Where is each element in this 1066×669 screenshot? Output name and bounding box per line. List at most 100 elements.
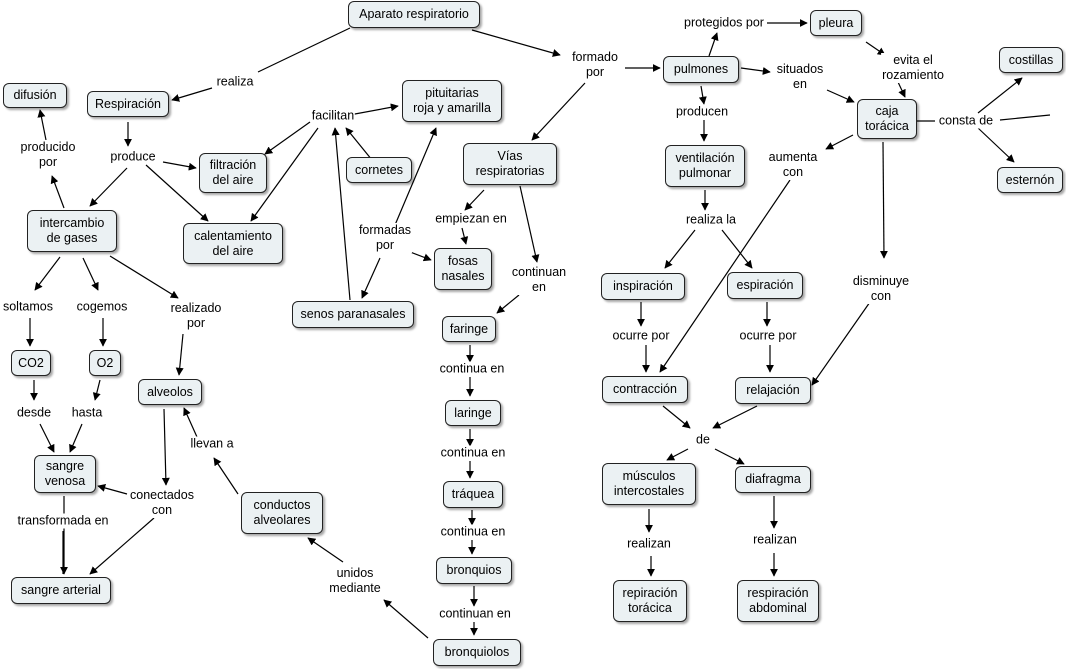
concept-respiracion: Respiración [87, 91, 169, 117]
connector-line [161, 408, 170, 486]
concept-bronquios: bronquios [436, 557, 512, 584]
link-aumenta-con: aumenta con [767, 150, 819, 180]
concept-caja-toracica: caja torácica [857, 99, 917, 139]
connector-line [361, 257, 381, 299]
concept-o2: O2 [89, 350, 121, 376]
concept-esternon: esternón [997, 167, 1063, 193]
concept-intercambio-de-gases: intercambio de gases [27, 210, 117, 252]
link-realiza-la: realiza la [684, 212, 738, 228]
concept-inspiracion: inspiración [601, 273, 685, 300]
connector-line [69, 423, 83, 453]
link-produce: produce [109, 149, 157, 165]
concept-diafragma: diafragma [735, 466, 811, 493]
link-realiza: realiza [215, 74, 255, 90]
link-formado-por: formado por [571, 50, 619, 80]
connector-line [897, 81, 906, 98]
concept-co2: CO2 [11, 350, 51, 376]
concept-calentamiento-del-aire: calentamiento del aire [183, 223, 283, 264]
link-cogemos: cogemos [75, 299, 129, 315]
concept-difusion: difusión [3, 83, 67, 108]
connector-line [183, 407, 198, 438]
connector-line [865, 41, 886, 56]
concept-ventilacion-pulmonar: ventilación pulmonar [665, 145, 745, 187]
link-realizan-musculos: realizan [626, 536, 672, 552]
link-producen: producen [674, 104, 730, 120]
connector-line [383, 599, 429, 639]
link-realizado-por: realizado por [169, 301, 223, 331]
link-empiezan-en: empiezan en [434, 211, 508, 227]
connector-line [145, 164, 209, 222]
connector-line [97, 484, 128, 495]
concept-faringe: faringe [442, 316, 496, 342]
link-unidos-mediante: unidos mediante [328, 566, 382, 596]
link-continuan-en-vias: continuan en [510, 265, 568, 295]
concept-conductos-alveolares: conductos alveolares [241, 492, 323, 534]
concept-laringe: laringe [445, 400, 501, 426]
connector-line [50, 175, 65, 209]
link-desde: desde [15, 405, 53, 421]
link-facilitan: facilitan [310, 108, 356, 124]
connector-line [531, 82, 586, 141]
concept-aparato-respiratorio: Aparato respiratorio [348, 1, 480, 28]
connector-line [977, 77, 1023, 114]
connector-line [213, 457, 239, 495]
link-ocurre-por-espiracion: ocurre por [738, 328, 798, 344]
link-llevan-a: llevan a [189, 436, 235, 452]
connector-line [89, 517, 155, 575]
connector-line [712, 405, 758, 429]
concept-respiracion-abdominal: respiración abdominal [737, 580, 819, 622]
link-formadas-por: formadas por [357, 223, 413, 253]
connector-line [394, 127, 437, 226]
concept-alveolos: alveolos [138, 379, 202, 405]
link-ocurre-por-inspiracion: ocurre por [611, 328, 671, 344]
connector-line [811, 301, 871, 386]
concept-bronquiolos: bronquiolos [433, 639, 521, 666]
connector-line [977, 127, 1015, 163]
concept-repiracion-toracica: repiración torácica [613, 580, 687, 622]
link-conectados-con: conectados con [129, 488, 195, 518]
link-disminuye-con: disminuye con [851, 274, 911, 304]
link-de: de [695, 432, 711, 448]
connector-line [162, 161, 197, 171]
link-situados-en: situados en [775, 62, 825, 92]
concept-relajacion: relajación [735, 377, 811, 404]
concept-vias-respiratorias: Vías respiratorias [463, 143, 557, 185]
concept-contraccion: contracción [602, 376, 688, 403]
connector-line [257, 27, 351, 73]
link-continuan-en-bronquios: continuan en [438, 606, 512, 622]
connector-line [471, 29, 561, 57]
connector-line [264, 121, 311, 155]
connector-line [659, 179, 791, 373]
connector-line [250, 127, 319, 222]
connector-line [662, 405, 691, 429]
connector-line [307, 537, 344, 563]
concept-cornetes: cornetes [346, 157, 412, 183]
concept-senos-paranasales: senos paranasales [292, 301, 414, 328]
link-realizan-diafragma: realizan [752, 532, 798, 548]
concept-espiracion: espiración [727, 272, 803, 299]
connector-line [826, 89, 855, 103]
connector-line [171, 87, 213, 102]
connector-line [496, 294, 520, 314]
connector-line [714, 448, 745, 465]
link-continua-en-laringe: continua en [439, 445, 507, 461]
connector-line [82, 257, 99, 291]
link-soltamos: soltamos [1, 299, 55, 315]
link-protegidos-por: protegidos por [683, 15, 765, 31]
connector-line [519, 185, 540, 263]
connector-line [666, 448, 689, 461]
connector-line [175, 333, 184, 376]
connector-line [999, 114, 1051, 121]
link-continua-en-faringe: continua en [438, 361, 506, 377]
connector-line [721, 229, 753, 269]
connector-line [39, 423, 55, 453]
connector-line [345, 127, 373, 161]
connector-line [460, 227, 469, 245]
link-transformada-en: transformada en [16, 513, 110, 529]
concept-musculos-intercostales: músculos intercostales [602, 463, 696, 505]
concept-sangre-venosa: sangre venosa [34, 455, 96, 493]
concept-pleura: pleura [810, 10, 862, 36]
connector-line [708, 32, 719, 57]
connector-line [109, 255, 179, 299]
